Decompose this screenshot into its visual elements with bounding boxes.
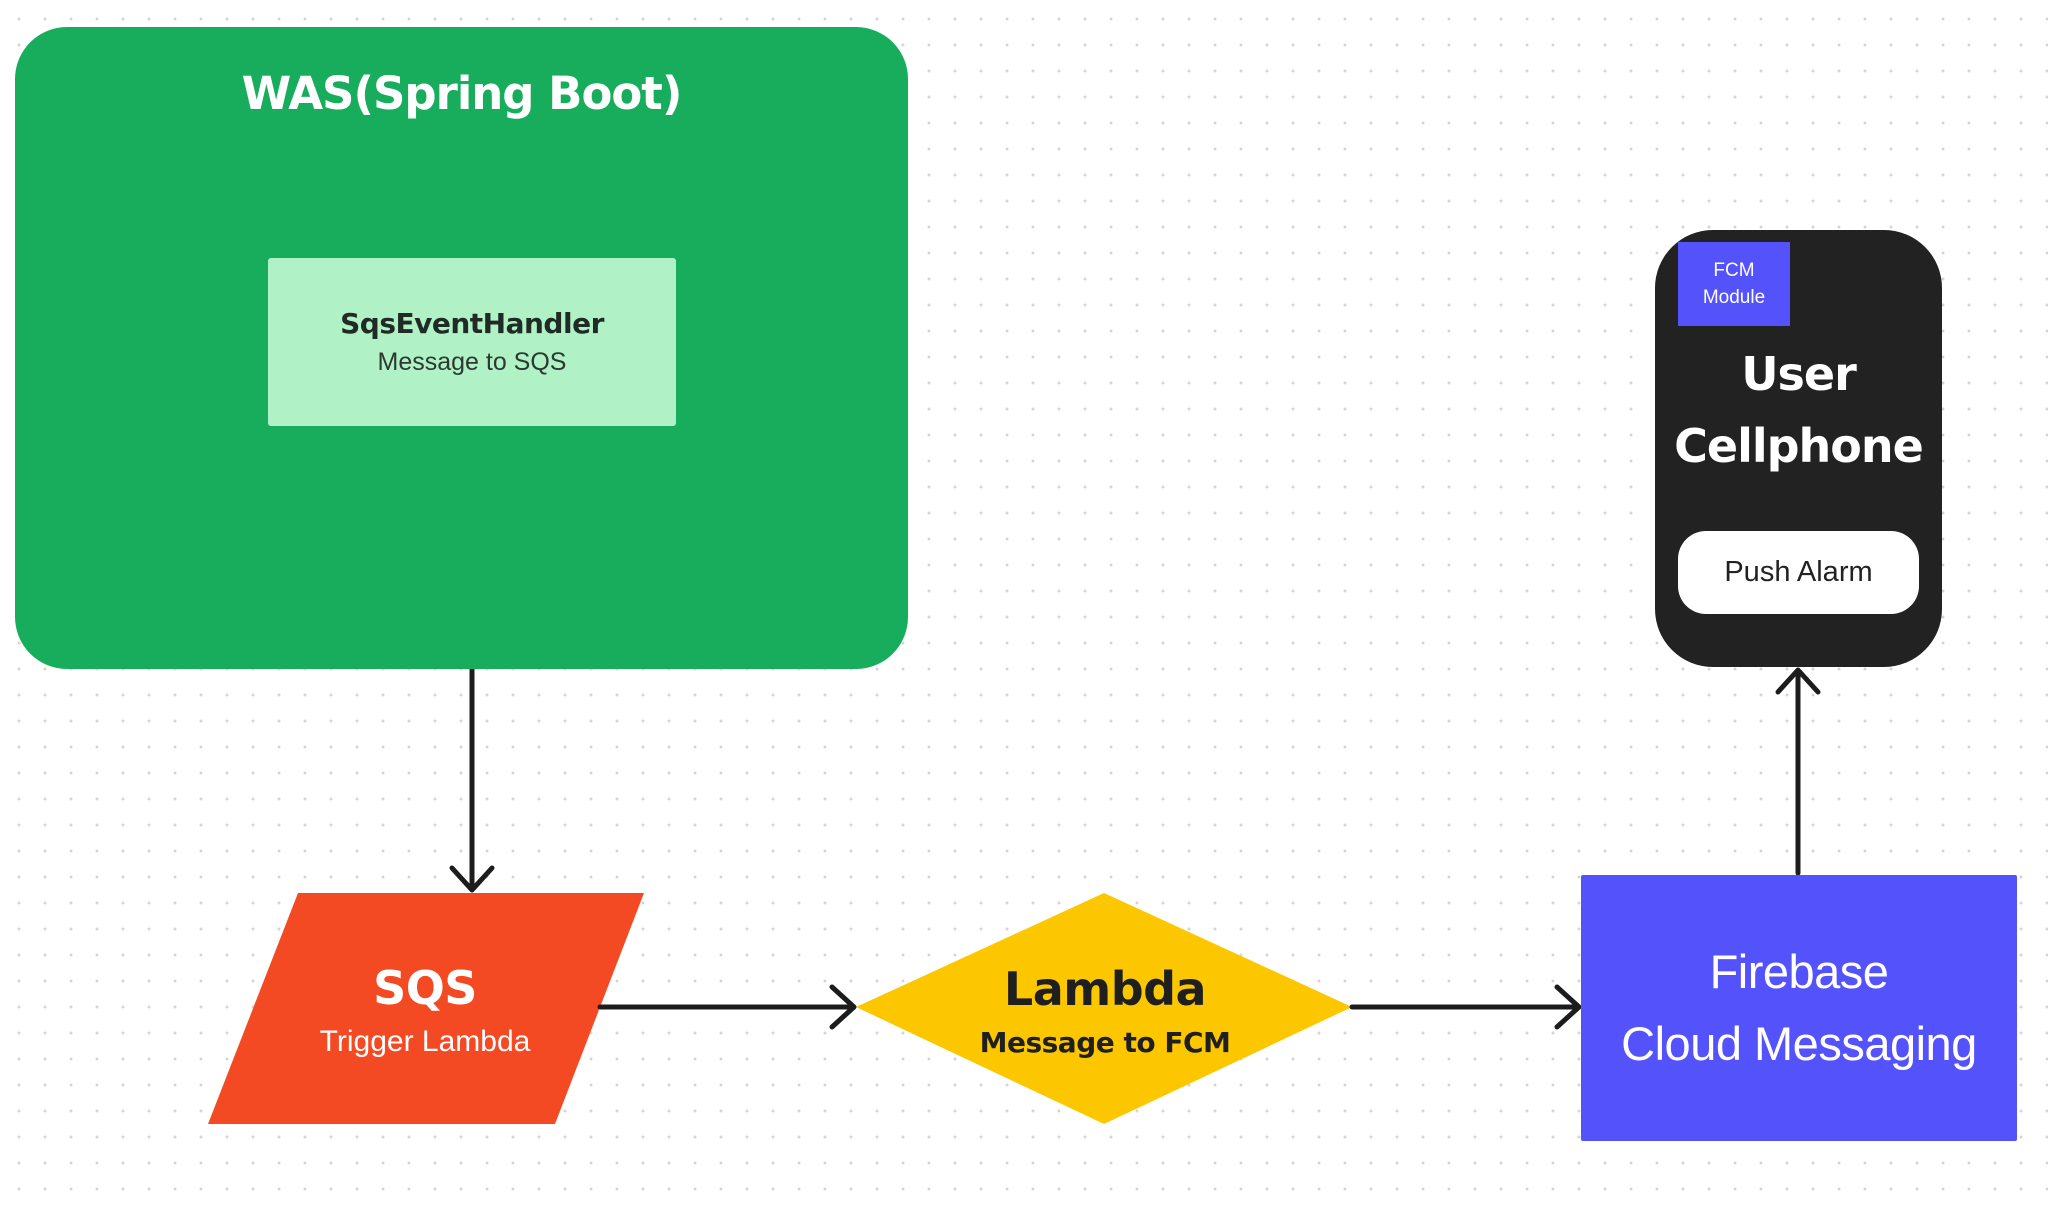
arrow-firebase-to-phone (1775, 667, 1821, 876)
sqs-shape[interactable] (208, 893, 644, 1124)
handler-subtitle: Message to SQS (377, 348, 567, 376)
sqs-event-handler-box[interactable]: SqsEventHandler Message to SQS (268, 258, 676, 426)
fcm-module-line-1: FCM (1713, 260, 1755, 281)
handler-title: SqsEventHandler (340, 307, 604, 340)
arrow-lambda-to-firebase (1349, 984, 1582, 1030)
phone-title-line-2: Cellphone (1674, 419, 1924, 473)
firebase-line-1: Firebase (1709, 945, 1889, 998)
firebase-cloud-messaging-box[interactable]: Firebase Cloud Messaging (1581, 875, 2017, 1141)
lambda-shape[interactable] (856, 893, 1352, 1124)
arrow-sqs-to-lambda (597, 984, 857, 1030)
phone-title: User Cellphone (1655, 338, 1942, 482)
user-cellphone-box[interactable]: FCM Module User Cellphone Push Alarm (1655, 230, 1942, 667)
was-title: WAS(Spring Boot) (241, 67, 683, 120)
lambda-title: Lambda (1003, 961, 1207, 1016)
lambda-label: Lambda Message to FCM (905, 945, 1305, 1075)
push-alarm-button[interactable]: Push Alarm (1678, 531, 1919, 614)
phone-title-line-1: User (1741, 347, 1857, 401)
fcm-module-badge[interactable]: FCM Module (1678, 242, 1790, 326)
sqs-title: SQS (373, 961, 477, 1015)
sqs-label: SQS Trigger Lambda (270, 945, 580, 1075)
fcm-module-line-2: Module (1702, 287, 1766, 308)
lambda-subtitle: Message to FCM (979, 1025, 1231, 1059)
firebase-line-2: Cloud Messaging (1621, 1017, 1977, 1070)
sqs-subtitle: Trigger Lambda (319, 1025, 531, 1058)
